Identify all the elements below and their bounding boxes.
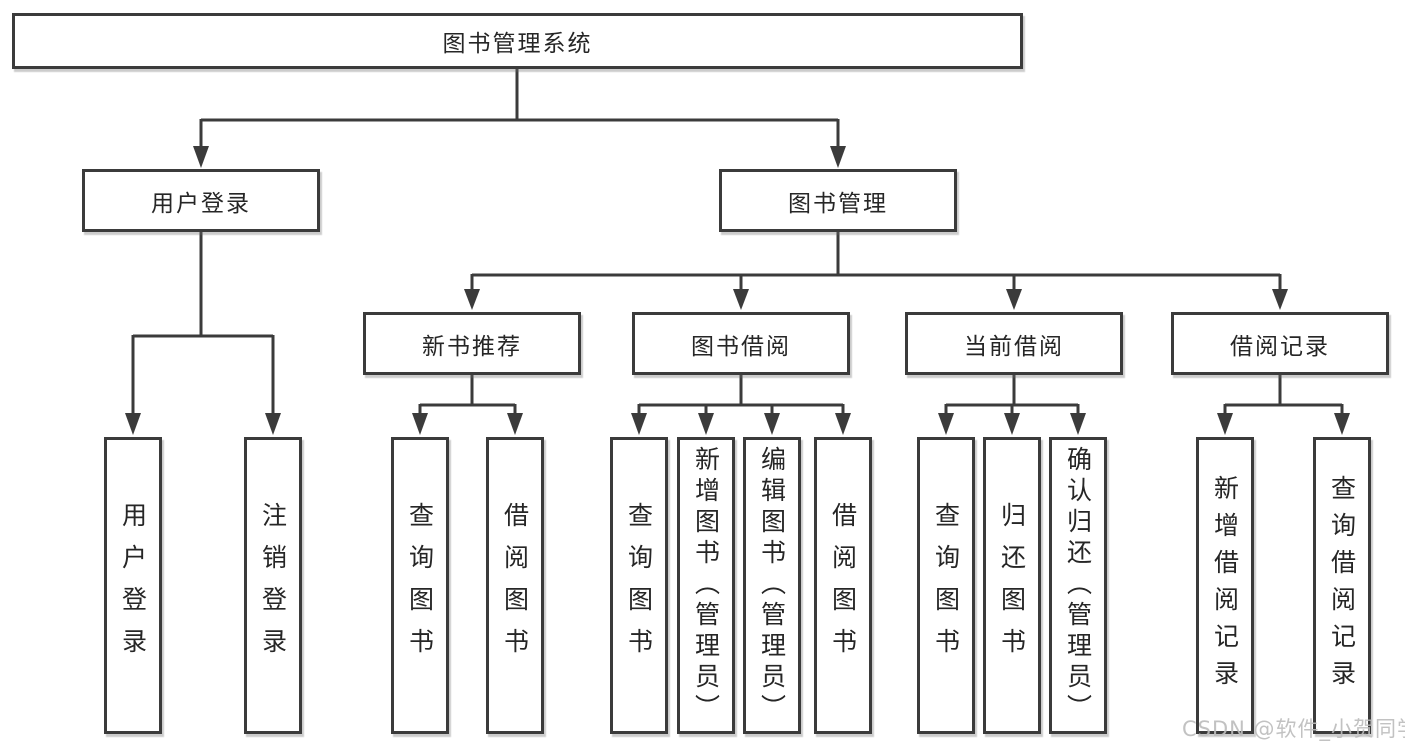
node-label: 查询图书: [624, 501, 654, 670]
leaf-add-books-admin: 新增图书（管理员）: [677, 437, 735, 734]
leaf-query-books-current: 查询图书: [917, 437, 975, 734]
node-label: 查询图书: [931, 501, 961, 670]
leaf-add-borrow-record: 新增借阅记录: [1196, 437, 1254, 734]
node-new-book-recommend: 新书推荐: [363, 312, 581, 375]
leaf-query-books-borrow: 查询图书: [610, 437, 668, 734]
node-label: 查询图书: [405, 501, 435, 670]
leaf-confirm-return-admin: 确认归还（管理员）: [1049, 437, 1107, 734]
leaf-edit-books-admin: 编辑图书（管理员）: [743, 437, 801, 734]
leaf-borrow-books-borrow: 借阅图书: [814, 437, 872, 734]
node-label: 新书推荐: [422, 333, 522, 360]
node-label: 图书借阅: [691, 333, 791, 360]
leaf-borrow-books-recommend: 借阅图书: [486, 437, 544, 734]
node-label: 用户登录: [151, 190, 251, 217]
node-label: 确认归还（管理员）: [1063, 446, 1093, 725]
leaf-query-books-recommend: 查询图书: [391, 437, 449, 734]
node-current-borrow: 当前借阅: [905, 312, 1123, 375]
node-label: 图书管理系统: [442, 31, 593, 57]
node-label: 图书管理: [788, 190, 888, 217]
leaf-query-borrow-record: 查询借阅记录: [1313, 437, 1371, 734]
node-borrow-records: 借阅记录: [1171, 312, 1389, 375]
node-label: 新增借阅记录: [1210, 474, 1240, 697]
node-label: 借阅记录: [1230, 333, 1330, 360]
leaf-logout: 注销登录: [244, 437, 302, 734]
node-book-borrow: 图书借阅: [632, 312, 850, 375]
node-label: 借阅图书: [500, 501, 530, 670]
leaf-user-login: 用户登录: [104, 437, 162, 734]
node-user-login: 用户登录: [82, 169, 320, 232]
node-label: 编辑图书（管理员）: [757, 446, 787, 725]
node-book-management: 图书管理: [719, 169, 957, 232]
node-label: 新增图书（管理员）: [691, 446, 721, 725]
node-root-system: 图书管理系统: [12, 13, 1023, 69]
leaf-return-books: 归还图书: [983, 437, 1041, 734]
node-label: 当前借阅: [964, 333, 1064, 360]
node-label: 查询借阅记录: [1327, 474, 1357, 697]
csdn-watermark: CSDN @软件_小贺同学: [1182, 717, 1405, 741]
node-label: 用户登录: [118, 501, 148, 670]
node-label: 注销登录: [258, 501, 288, 670]
node-label: 归还图书: [997, 501, 1027, 670]
node-label: 借阅图书: [828, 501, 858, 670]
